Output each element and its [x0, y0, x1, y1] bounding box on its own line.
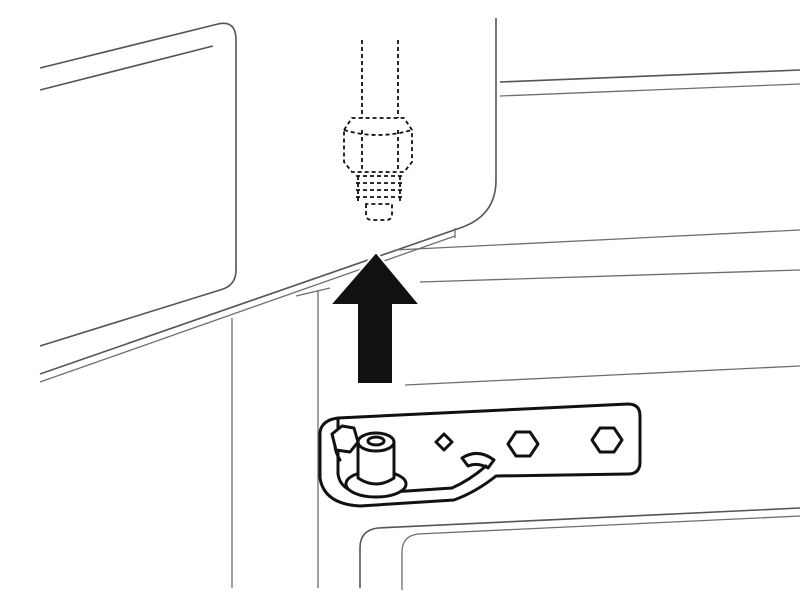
cabinet-ledge-line-1: [394, 229, 801, 251]
cabinet-side-tick: [295, 287, 331, 297]
hinge-pin-sleeve: [356, 440, 396, 486]
hinge-pin-hole: [366, 435, 386, 447]
upper-door-bottom-bevel: [39, 235, 456, 383]
lower-door: [359, 507, 801, 590]
hinge-diamond-mark: [434, 432, 454, 452]
hinge-pin-icon: [343, 40, 413, 221]
up-arrow-icon: [327, 250, 423, 385]
upper-door-inner-panel: [39, 22, 237, 347]
lower-door-inner-edge: [401, 515, 801, 590]
hinge-bolt-2: [590, 426, 624, 454]
hinge-bracket-icon: [318, 402, 642, 508]
cabinet-ledge-line-3: [404, 365, 801, 386]
cabinet-top-line-2: [499, 83, 801, 97]
upper-door-trim-line: [39, 45, 214, 91]
hinge-hook: [460, 452, 496, 470]
hinge-pin-top: [356, 431, 396, 453]
lower-door-outer-edge: [359, 507, 801, 588]
upper-door-bottom-edge: [39, 18, 497, 375]
cabinet-ledge-line-2: [419, 269, 801, 283]
hinge-bolt-1: [506, 430, 540, 458]
cabinet-top-line-1: [499, 69, 801, 83]
cabinet-body: [231, 69, 801, 588]
upper-door: [39, 18, 497, 383]
pin-thread: [356, 175, 402, 204]
pin-hex-nut: [343, 117, 413, 173]
hinge-corner-hex: [330, 424, 360, 454]
pin-tip: [365, 203, 393, 221]
